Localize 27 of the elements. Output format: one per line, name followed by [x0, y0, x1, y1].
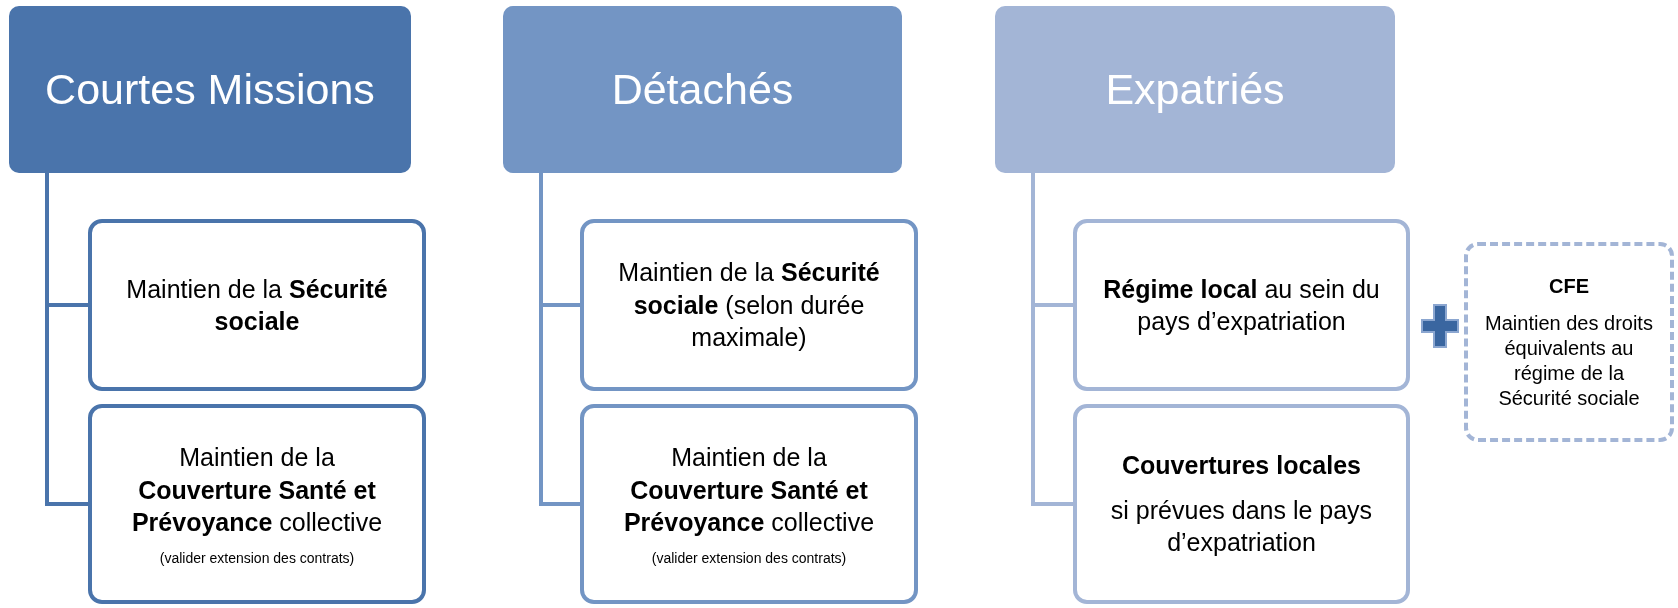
connector-line	[539, 173, 580, 506]
info-box	[1464, 242, 1674, 442]
header-title: Courtes Missions	[45, 65, 375, 114]
info-box	[1073, 404, 1410, 604]
info-box	[1073, 219, 1410, 391]
info-box	[580, 219, 918, 391]
box-heading: Couvertures locales	[1122, 450, 1361, 482]
note-text: (valider extension des contrats)	[159, 548, 355, 567]
note-text: (valider extension des contrats)	[651, 548, 847, 567]
info-box	[88, 219, 426, 391]
info-box	[580, 404, 918, 604]
category-header	[503, 6, 902, 173]
box-text: Maintien de la Sécurité sociale (selon durée maximale)	[617, 257, 881, 354]
category-header	[995, 6, 1395, 173]
header-title: Expatriés	[1105, 65, 1285, 114]
box-text: Maintien de la Couverture Santé et Prévoyance collective	[130, 442, 384, 539]
box-text: Maintien de la Couverture Santé et Prévoyance collective	[622, 442, 876, 539]
category-header	[9, 6, 411, 173]
connector-line	[1031, 173, 1073, 506]
connector-line	[45, 173, 88, 506]
header-title: Détachés	[611, 65, 794, 114]
box-text: si prévues dans le pays d’expatriation	[1109, 494, 1374, 559]
info-box	[88, 404, 426, 604]
box-text: Maintien des droits équivalents au régime de la Sécurité sociale	[1484, 310, 1654, 411]
box-text: Régime local au sein du pays d’expatriation	[1102, 273, 1381, 337]
box-heading: CFE	[1549, 273, 1589, 299]
box-text: Maintien de la Sécurité sociale	[125, 273, 389, 337]
